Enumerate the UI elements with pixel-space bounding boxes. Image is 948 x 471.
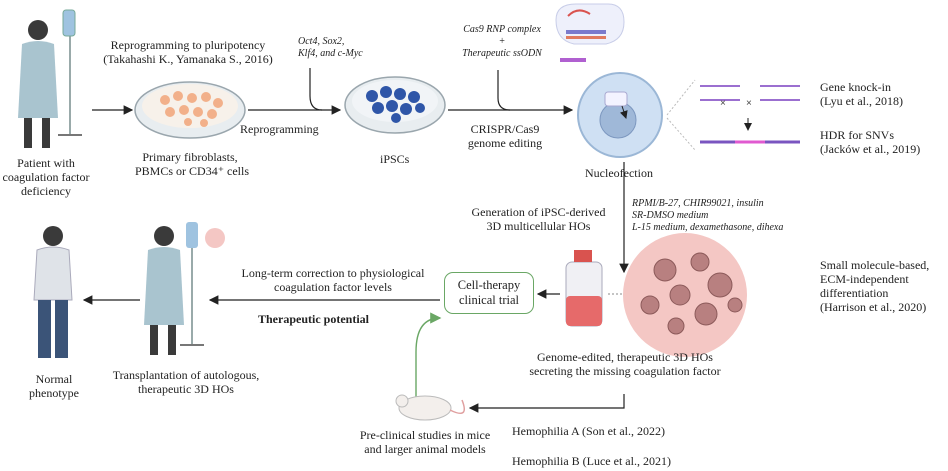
knockin-label: Gene knock-in(Lyu et al., 2018) (820, 80, 903, 108)
patient-figure-icon (18, 9, 82, 148)
fibroblasts-label: Primary fibroblasts,PBMCs or CD34⁺ cells (135, 150, 250, 178)
nucleofection-label: Nucleofection (585, 166, 653, 180)
svg-text:×: × (720, 98, 726, 109)
fibroblast-dish-icon (134, 81, 246, 139)
healthy-person-icon (33, 226, 73, 358)
reprogramming-title: Reprogramming to pluripotency(Takahashi … (103, 38, 273, 66)
transplant-patient-icon (144, 222, 225, 355)
reprogramming-step: Reprogramming (240, 122, 319, 136)
mouse-icon (395, 394, 465, 421)
hdr-label: HDR for SNVs(Jacków et al., 2019) (820, 128, 921, 156)
dna-editing-icon: × × (666, 79, 800, 151)
hemophilia-a-label: Hemophilia A (Son et al., 2022) (512, 424, 665, 438)
ipscs-label: iPSCs (380, 152, 410, 166)
culture-flask-icon (565, 250, 603, 327)
hepatic-organoid-icon (623, 233, 747, 357)
differentiation-label: Small molecule-based,ECM-independent dif… (820, 258, 930, 314)
therapeutic-potential-label: Therapeutic potential (258, 312, 369, 326)
cas9-rnp-icon (555, 3, 625, 62)
transplant-label: Transplantation of autologous,therapeuti… (112, 368, 260, 396)
ipsc-dish-icon (344, 76, 446, 134)
cas9-label: Cas9 RNP complex+Therapeutic ssODN (462, 24, 542, 59)
nucleofection-cell-icon (577, 72, 663, 158)
svg-text:×: × (746, 98, 752, 109)
hemophilia-b-label: Hemophilia B (Luce et al., 2021) (512, 454, 671, 468)
factor-list: Oct4, Sox2,Klf4, and c-Myc (298, 36, 363, 59)
